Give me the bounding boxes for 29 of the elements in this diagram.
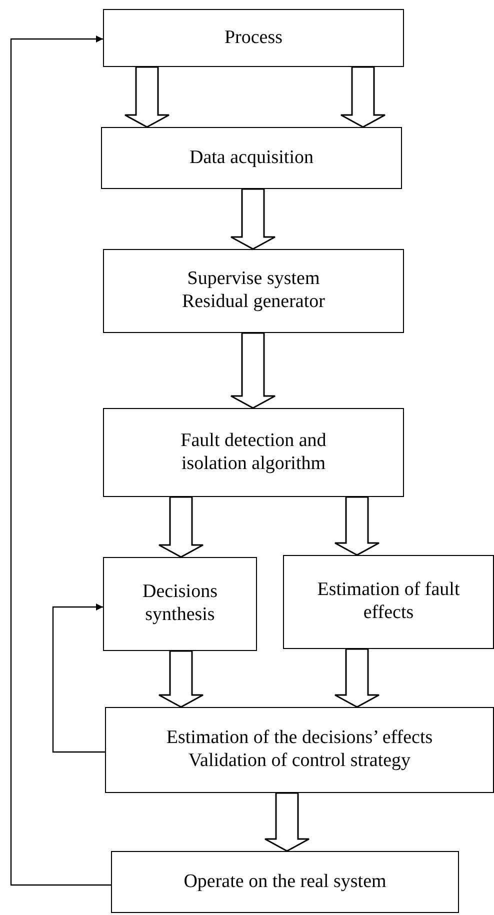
process-box	[283, 555, 494, 649]
box-text: Validation of control strategy	[188, 750, 411, 773]
box-text: Supervise system	[187, 268, 320, 291]
box-text: Operate on the real system	[184, 870, 386, 894]
hollow-arrow	[158, 650, 204, 708]
feedback-arrow	[52, 604, 105, 753]
box-text: Process	[224, 26, 283, 50]
feedback-arrow	[10, 36, 111, 886]
hollow-arrow	[230, 188, 276, 250]
process-box	[103, 249, 404, 333]
hollow-arrow	[334, 496, 380, 556]
hollow-arrow	[230, 332, 276, 409]
box-text: Decisions synthesis	[142, 581, 218, 627]
process-box	[103, 557, 257, 651]
box-text: Estimation of fault effects	[316, 579, 461, 625]
hollow-arrow	[340, 66, 386, 128]
hollow-arrow	[124, 66, 170, 128]
process-box	[111, 851, 459, 913]
process-box	[101, 127, 402, 189]
hollow-arrow	[264, 792, 310, 852]
hollow-arrow	[334, 648, 380, 708]
process-box	[105, 707, 494, 793]
box-text: Residual generator	[182, 291, 325, 314]
box-text: Fault detection and isolation algorithm	[180, 430, 328, 476]
process-box	[103, 9, 404, 67]
box-text: Estimation of the decisions’ effects	[166, 727, 433, 750]
process-box	[103, 408, 404, 497]
box-text: Data acquisition	[190, 146, 314, 170]
hollow-arrow	[158, 496, 204, 558]
